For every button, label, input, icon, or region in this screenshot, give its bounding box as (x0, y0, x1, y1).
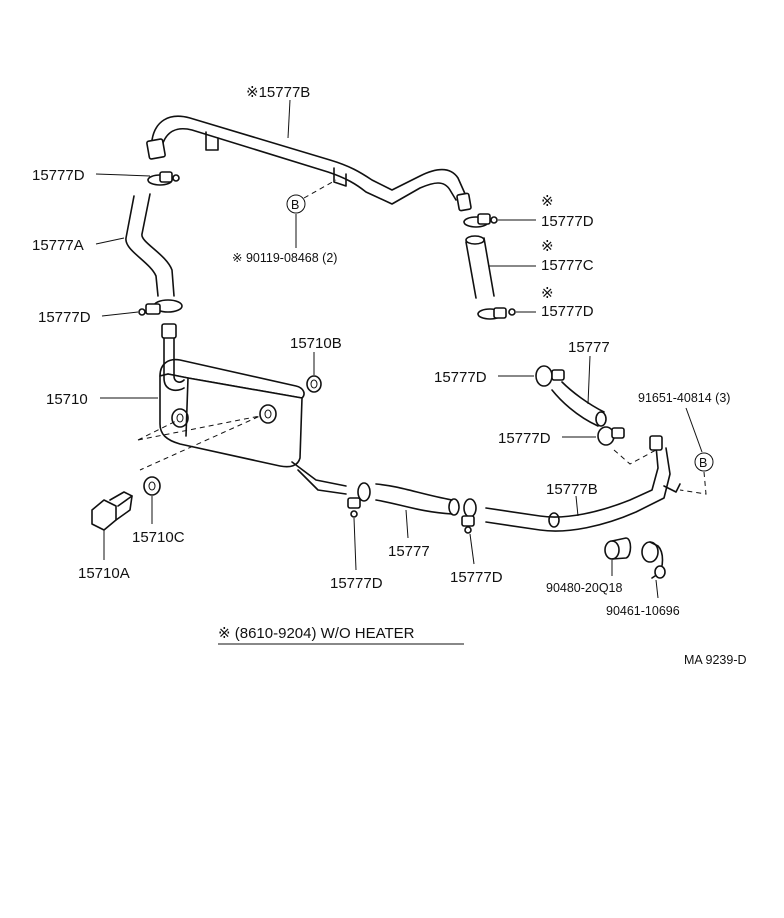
oil-cooler-15710 (159, 323, 347, 495)
gasket-b-hole (310, 379, 318, 389)
gasket-c-hole (148, 481, 156, 491)
clamp-top-left (147, 171, 180, 186)
hose-15777c (465, 235, 495, 299)
clamp-mid-left-leader (101, 311, 139, 317)
right-hose-15777 (551, 381, 607, 427)
clamp-right-bottom-label: 15777D (541, 303, 594, 320)
clamp-top-left-leader (95, 173, 151, 177)
hose-c-label: 15777C (541, 257, 594, 274)
lower-hose-15777b (485, 435, 681, 532)
clamp-right-top-mark: ※ (541, 193, 554, 210)
cap-a-label: 90480-20Q18 (546, 581, 623, 595)
cooler-label: 15710 (46, 391, 88, 408)
hose-b-lower-label: 15777B (546, 481, 598, 498)
clamp-right-top (463, 213, 498, 228)
hose-b-lower-leader (575, 495, 579, 517)
cooler-dash-lines (137, 415, 261, 471)
hose-c-mark: ※ (541, 238, 554, 255)
lower-hose-15777 (357, 482, 477, 518)
clamp-right-bottom-mark: ※ (541, 285, 554, 302)
cap-90461 (641, 541, 666, 579)
bolt-right-leader (685, 407, 703, 453)
gasket-b (306, 375, 322, 393)
clamp-lower-a (347, 497, 361, 518)
hose-15777a (125, 193, 175, 297)
clamp-lower-a-leader (353, 517, 357, 571)
gasket-c-label: 15710C (132, 529, 185, 546)
cap-b-label: 90461-10696 (606, 604, 680, 618)
hose-a-leader (95, 237, 125, 245)
ref-b2-letter: B (699, 456, 707, 470)
ref-b-circle (286, 194, 306, 214)
top-hose-label: ※15777B (246, 84, 310, 101)
clamp-mid-left (138, 299, 183, 316)
bolt-ref-label: ※ 90119-08468 (2) (232, 251, 337, 265)
gasket-b-label: 15710B (290, 335, 342, 352)
union-bolt-15710a (91, 491, 133, 531)
clamp-right-a (535, 365, 565, 387)
right-hose-label: 15777 (568, 339, 610, 356)
right-hose-leader (587, 355, 591, 405)
note-text: ※ (8610-9204) W/O HEATER (218, 625, 415, 642)
ref-b-dash (303, 179, 337, 199)
lower-hose-label: 15777 (388, 543, 430, 560)
clamp-right-a-label: 15777D (434, 369, 487, 386)
clamp-lower-b-leader (469, 533, 475, 565)
cap-b-leader (655, 579, 659, 599)
ref-b-letter: B (291, 198, 299, 212)
lower-hose-leader (405, 509, 409, 539)
gasket-c (143, 476, 161, 496)
clamp-lower-b-label: 15777D (450, 569, 503, 586)
ref-b2-circle (694, 452, 714, 472)
union-bolt-label: 15710A (78, 565, 130, 582)
ref-b2-dash (679, 471, 707, 495)
top-hose-leader (287, 99, 291, 139)
clamp-right-top-label: 15777D (541, 213, 594, 230)
bolt-right-label: 91651-40814 (3) (638, 391, 730, 405)
hose-a-label: 15777A (32, 237, 84, 254)
figure-code: MA 9239-D (684, 653, 747, 667)
clamp-right-b-label: 15777D (498, 430, 551, 447)
clamp-lower-b (461, 515, 475, 534)
clamp-mid-left-label: 15777D (38, 309, 91, 326)
clamp-right-b (597, 426, 625, 446)
top-hose-15777b (146, 115, 472, 212)
clamp-lower-a-label: 15777D (330, 575, 383, 592)
cap-90480 (604, 537, 632, 560)
clamp-top-left-label: 15777D (32, 167, 85, 184)
clamp-right-bottom (477, 307, 516, 320)
clamp-right-b-dash (613, 449, 657, 465)
